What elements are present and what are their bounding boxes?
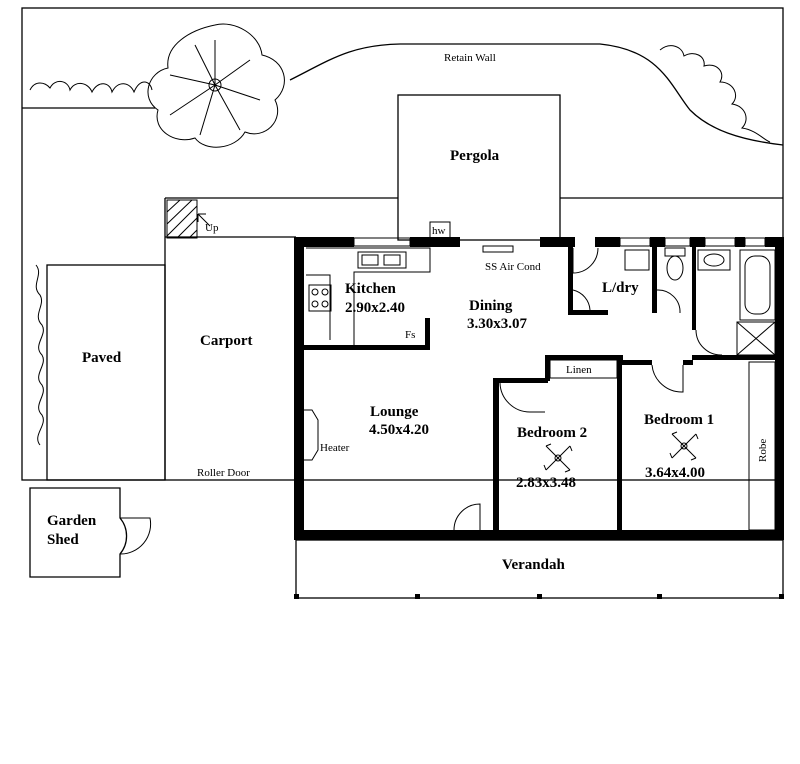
lounge-label: Lounge xyxy=(370,404,419,420)
heater-icon xyxy=(304,409,319,461)
sink-icon xyxy=(357,251,407,269)
kitchen-bench xyxy=(306,247,431,345)
garden-shed-label-1: Garden xyxy=(47,513,97,529)
heater-label: Heater xyxy=(320,442,350,454)
stairs-icon xyxy=(166,199,211,239)
stove-icon xyxy=(308,284,332,312)
ss-air-cond-label: SS Air Cond xyxy=(485,261,541,273)
shrub-icon xyxy=(35,264,44,446)
kitchen-bench xyxy=(306,274,331,340)
dining-label: Dining xyxy=(469,298,513,314)
fs-label: Fs xyxy=(405,329,415,341)
verandah-label: Verandah xyxy=(502,557,565,573)
bedroom1-size: 3.64x4.00 xyxy=(645,465,705,481)
dining-size: 3.30x3.07 xyxy=(467,316,528,332)
sink-icon xyxy=(697,249,731,271)
windows xyxy=(344,237,766,540)
tree-icon xyxy=(147,23,285,148)
garden-shed-label-2: Shed xyxy=(47,532,79,548)
door-swing-icon xyxy=(572,247,599,311)
door-swing-icon xyxy=(656,289,681,314)
kitchen-size: 2.90x2.40 xyxy=(345,300,405,316)
carport-label: Carport xyxy=(200,333,253,349)
lounge-size: 4.50x4.20 xyxy=(369,422,429,438)
door-swing-icon xyxy=(499,382,545,413)
laundry-tub xyxy=(624,249,650,271)
door-swing-icon xyxy=(651,364,684,393)
bathtub-icon xyxy=(739,249,776,321)
door-swing-icon xyxy=(453,503,481,531)
linen-cupboard xyxy=(549,359,618,379)
bedroom2-label: Bedroom 2 xyxy=(517,425,587,441)
bedroom1-label: Bedroom 1 xyxy=(644,412,714,428)
ceiling-fan-icon xyxy=(669,431,699,461)
interior-walls xyxy=(304,245,784,533)
ceiling-fan-icon xyxy=(543,443,573,473)
robe-label: Robe xyxy=(757,439,769,462)
door-swing-icon xyxy=(695,329,723,356)
house-walls xyxy=(294,237,784,540)
hw-label: hw xyxy=(432,225,446,237)
retain-wall xyxy=(289,43,784,146)
retain-wall-label: Retain Wall xyxy=(444,52,496,64)
laundry-label: L/dry xyxy=(602,280,639,296)
pergola-label: Pergola xyxy=(450,148,500,164)
pergola-area xyxy=(397,94,561,241)
shrub-icon xyxy=(29,81,153,94)
kitchen-label: Kitchen xyxy=(345,281,396,297)
shrub-icon xyxy=(659,45,771,143)
toilet-icon xyxy=(664,247,686,281)
verandah-posts xyxy=(294,594,784,599)
paved-area xyxy=(46,264,166,481)
shower-icon xyxy=(736,321,776,356)
bedroom2-size: 2.83x3.48 xyxy=(516,475,576,491)
paved-label: Paved xyxy=(82,350,122,366)
air-conditioner xyxy=(482,245,514,253)
roller-door-label: Roller Door xyxy=(197,467,250,479)
robe xyxy=(748,361,776,531)
linen-label: Linen xyxy=(566,364,592,376)
door-swing-icon xyxy=(119,517,152,555)
up-label: Up xyxy=(205,222,219,234)
